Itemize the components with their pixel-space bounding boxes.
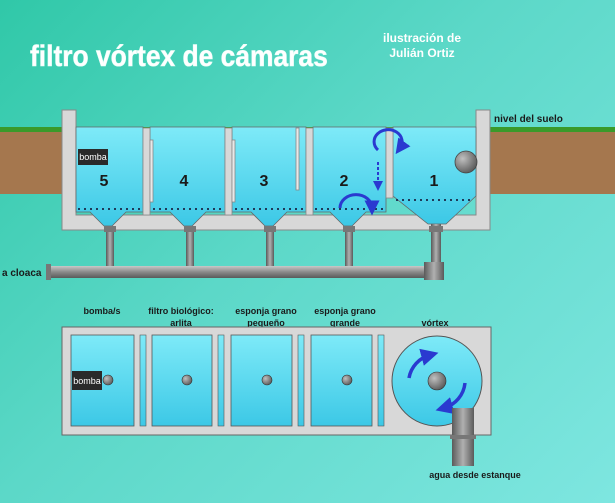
ground-level-label: nivel del suelo (494, 114, 563, 125)
inlet-pipe (450, 408, 476, 466)
chamber-number-2: 2 (340, 173, 349, 190)
pump-box-top (78, 149, 108, 165)
baffle-walls (142, 127, 394, 216)
chamber-number-4: 4 (180, 173, 189, 190)
media-dots (78, 199, 474, 210)
credit-line-2: Julián Ortiz (389, 46, 454, 60)
drain-label: a cloaca (2, 268, 42, 279)
chamber-numbers: 5 4 3 2 1 (100, 173, 439, 190)
plan-label-coarse-2: grande (330, 318, 360, 328)
pump-box-bottom (72, 371, 102, 390)
inlet-pipe-end-icon (454, 150, 478, 174)
drain-pipes (46, 224, 444, 280)
plan-label-bio-1: filtro biológico: (148, 306, 214, 316)
vortex-swirl-arrows (407, 348, 467, 415)
chamber-number-5: 5 (100, 173, 109, 190)
plan-label-bio-2: arlita (170, 318, 193, 328)
flow-arrows (338, 128, 411, 216)
plan-labels: bomba/s filtro biológico: arlita esponja… (83, 306, 448, 328)
plan-label-fine-2: pequeño (247, 318, 285, 328)
water-inlet-label: agua desde estanque (429, 470, 521, 480)
chambers-water (75, 126, 477, 227)
plan-label-vortex: vórtex (421, 318, 448, 328)
plan-label-fine-1: esponja grano (235, 306, 297, 316)
pump-label-top: bomba (79, 152, 107, 162)
chamber-number-3: 3 (260, 173, 269, 190)
chamber-number-1: 1 (430, 173, 439, 190)
plan-label-pumps: bomba/s (83, 306, 120, 316)
credit-line-1: ilustración de (383, 31, 461, 45)
pump-label-bottom: bomba (73, 376, 101, 386)
filter-plan-view (61, 326, 492, 436)
plan-label-coarse-1: esponja grano (314, 306, 376, 316)
diagram-title: filtro vórtex de cámaras (30, 38, 328, 72)
